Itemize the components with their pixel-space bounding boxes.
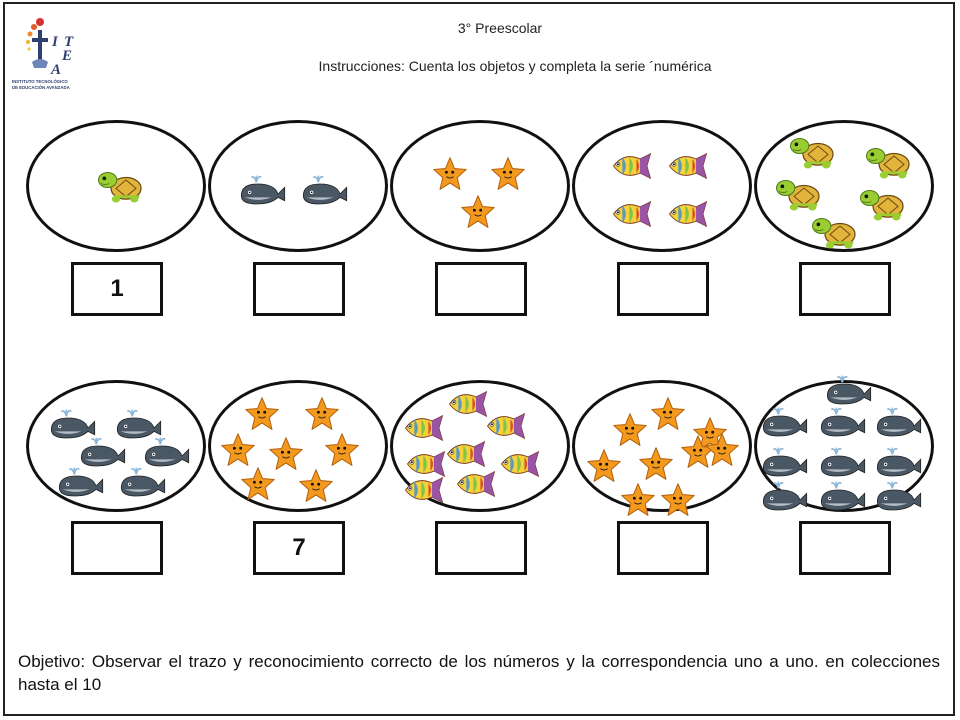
turtle-icon	[96, 166, 146, 209]
whale-icon	[142, 434, 192, 473]
whale-icon	[818, 478, 868, 517]
whale-icon	[818, 444, 868, 483]
starfish-icon	[660, 482, 696, 523]
starfish-icon	[220, 432, 256, 473]
answer-box[interactable]	[435, 521, 527, 575]
starfish-icon	[638, 446, 674, 487]
answer-box[interactable]	[799, 262, 891, 316]
whale-icon	[818, 404, 868, 443]
answer-box[interactable]: 1	[71, 262, 163, 316]
whale-icon	[56, 464, 106, 503]
starfish-icon	[612, 412, 648, 453]
fish-icon	[610, 150, 654, 187]
answer-box[interactable]	[617, 521, 709, 575]
institute-logo: I T E A INSTITUTO TECNOLÓGICO DE EDUCACI…	[12, 18, 74, 90]
counting-oval	[26, 120, 206, 252]
counting-oval	[208, 120, 388, 252]
fish-icon	[444, 438, 488, 475]
whale-icon	[48, 406, 98, 445]
logo-line-1: INSTITUTO TECNOLÓGICO	[12, 79, 68, 84]
turtle-icon	[810, 212, 860, 255]
starfish-icon	[692, 416, 728, 457]
logo-line-2: DE EDUCACIÓN AVANZADA	[12, 85, 70, 90]
starfish-icon	[244, 396, 280, 437]
logo-letter-i: I	[51, 34, 59, 50]
answer-box[interactable]	[799, 521, 891, 575]
whale-icon	[874, 478, 924, 517]
fish-icon	[446, 388, 490, 425]
whale-icon	[824, 372, 874, 411]
whale-icon	[238, 172, 288, 211]
counting-oval	[26, 380, 206, 512]
fish-icon	[404, 448, 448, 485]
logo-letter-e: E	[61, 48, 72, 64]
starfish-icon	[620, 482, 656, 523]
whale-icon	[78, 434, 128, 473]
fish-icon	[402, 474, 446, 511]
turtle-icon	[774, 174, 824, 217]
grade-title: 3° Preescolar	[457, 20, 543, 36]
whale-icon	[760, 444, 810, 483]
starfish-icon	[586, 448, 622, 489]
fish-icon	[454, 468, 498, 505]
turtle-icon	[788, 132, 838, 175]
whale-icon	[760, 478, 810, 517]
starfish-icon	[268, 436, 304, 477]
whale-icon	[300, 172, 350, 211]
starfish-icon	[304, 396, 340, 437]
logo-letter-a: A	[50, 62, 61, 78]
whale-icon	[760, 404, 810, 443]
torch-icon	[26, 18, 48, 68]
turtle-icon	[858, 184, 908, 227]
answer-box[interactable]	[435, 262, 527, 316]
counting-oval	[754, 120, 934, 252]
objective-text: Objetivo: Observar el trazo y reconocimi…	[18, 652, 940, 694]
fish-icon	[666, 150, 710, 187]
answer-box[interactable]	[253, 262, 345, 316]
starfish-icon	[490, 156, 526, 197]
starfish-icon	[324, 432, 360, 473]
worksheet-frame	[3, 2, 955, 716]
fish-icon	[498, 448, 542, 485]
starfish-icon	[460, 194, 496, 235]
whale-icon	[874, 444, 924, 483]
answer-box[interactable]: 7	[253, 521, 345, 575]
fish-icon	[484, 410, 528, 447]
counting-oval	[572, 120, 752, 252]
starfish-icon	[650, 396, 686, 437]
whale-icon	[874, 404, 924, 443]
fish-icon	[402, 412, 446, 449]
instructions-text: Instrucciones: Cuenta los objetos y comp…	[318, 58, 712, 74]
starfish-icon	[704, 432, 740, 473]
answer-box[interactable]	[71, 521, 163, 575]
turtle-icon	[864, 142, 914, 185]
fish-icon	[666, 198, 710, 235]
whale-icon	[114, 406, 164, 445]
logo-letter-t: T	[64, 34, 74, 50]
whale-icon	[118, 464, 168, 503]
starfish-icon	[298, 468, 334, 509]
answer-box[interactable]	[617, 262, 709, 316]
starfish-icon	[432, 156, 468, 197]
starfish-icon	[240, 466, 276, 507]
fish-icon	[610, 198, 654, 235]
counting-oval	[390, 120, 570, 252]
